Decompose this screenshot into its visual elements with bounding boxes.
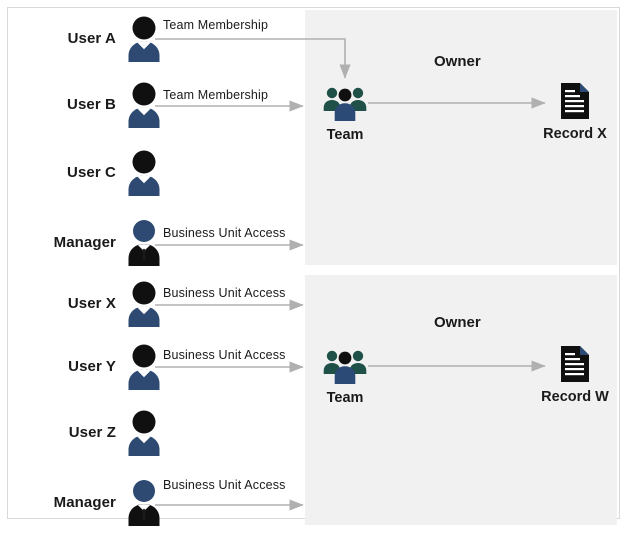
- person-icon: [128, 344, 160, 390]
- manager-icon: [128, 480, 160, 526]
- node-team-top[interactable]: Team: [321, 85, 369, 143]
- node-record-x[interactable]: Record X: [540, 82, 610, 142]
- actor-label: User A: [67, 29, 116, 47]
- node-caption: Team: [326, 390, 364, 406]
- actor-row-user-c[interactable]: User C: [20, 144, 165, 200]
- connector-label-manager-top: Business Unit Access: [163, 226, 286, 240]
- actor-row-manager-bottom[interactable]: Manager: [20, 474, 165, 530]
- owner-label-bottom: Owner: [434, 314, 481, 331]
- connector-label-user-b: Team Membership: [163, 88, 269, 102]
- node-caption: Record W: [541, 389, 609, 405]
- actor-row-manager-top[interactable]: Manager: [20, 214, 165, 270]
- actor-row-user-x[interactable]: User X: [20, 275, 165, 331]
- actor-label: Manager: [53, 233, 116, 251]
- document-icon: [561, 83, 589, 119]
- connector-label-user-x: Business Unit Access: [163, 286, 286, 300]
- person-icon: [128, 150, 160, 196]
- manager-icon: [128, 220, 160, 266]
- actor-row-user-a[interactable]: User A: [20, 10, 165, 66]
- person-icon: [128, 281, 160, 327]
- node-team-bottom[interactable]: Team: [321, 348, 369, 406]
- node-record-w[interactable]: Record W: [540, 345, 610, 405]
- person-icon: [128, 410, 160, 456]
- actor-label: User B: [67, 95, 116, 113]
- actor-label: User Y: [68, 357, 116, 375]
- owner-label-top: Owner: [434, 53, 481, 70]
- team-icon: [323, 87, 367, 121]
- document-icon: [561, 346, 589, 382]
- node-caption: Record X: [543, 126, 607, 142]
- node-caption: Team: [326, 127, 364, 143]
- actor-label: User X: [67, 294, 116, 312]
- actor-label: User Z: [68, 423, 116, 441]
- actor-row-user-z[interactable]: User Z: [20, 404, 165, 460]
- connector-label-user-y: Business Unit Access: [163, 348, 286, 362]
- actor-label: User C: [67, 163, 116, 181]
- team-icon: [323, 350, 367, 384]
- connector-label-manager-bottom: Business Unit Access: [163, 478, 286, 492]
- connector-label-user-a: Team Membership: [163, 18, 269, 32]
- owner-panel-top: [305, 10, 617, 265]
- person-icon: [128, 16, 160, 62]
- person-icon: [128, 82, 160, 128]
- actor-row-user-b[interactable]: User B: [20, 76, 165, 132]
- owner-panel-bottom: [305, 275, 617, 525]
- actor-label: Manager: [53, 493, 116, 511]
- actor-row-user-y[interactable]: User Y: [20, 338, 165, 394]
